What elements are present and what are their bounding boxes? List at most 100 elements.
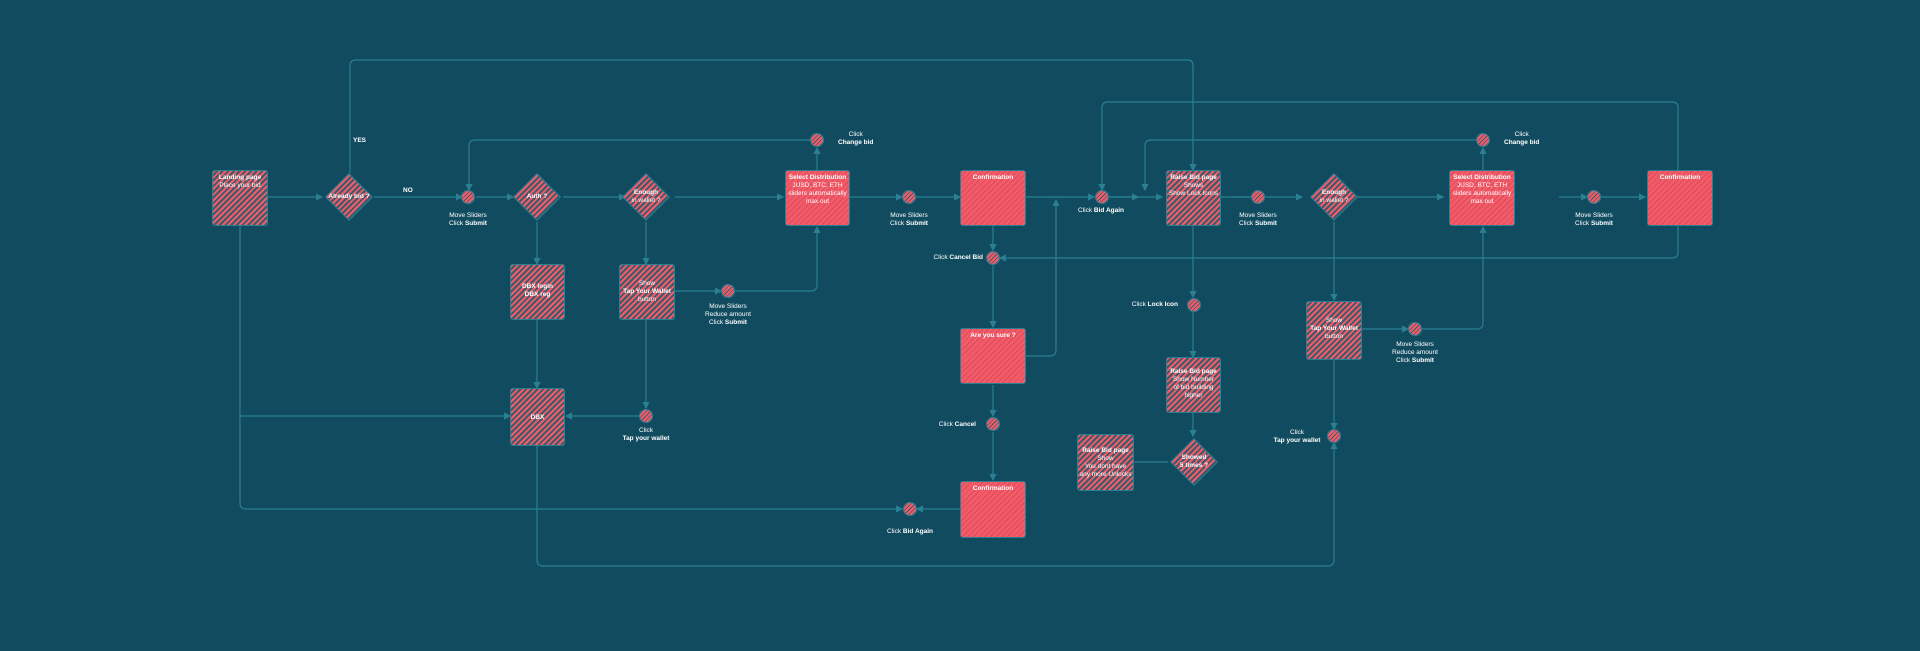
show-tap-wallet-box-1[interactable]: Show Tap Your Wallet button <box>619 264 675 320</box>
label-click: Click <box>1289 429 1305 436</box>
label-action: Change bid <box>838 139 874 147</box>
dbx-box[interactable]: DBX <box>510 388 565 446</box>
confirmation-box-1[interactable]: Confirmation <box>960 170 1026 226</box>
box-line: Show Lock Icons <box>1168 190 1219 198</box>
show-tap-wallet-box-2[interactable]: Show Tap Your Wallet button <box>1306 301 1362 360</box>
decision-label: Enough <box>1321 189 1347 197</box>
connector <box>1026 198 1060 357</box>
connector <box>998 225 1679 262</box>
box-line: Show <box>638 280 656 287</box>
decision-label: Auth ? <box>526 193 548 201</box>
change-bid-label-2: Click Change bid <box>1504 131 1539 147</box>
label-click: Click <box>1575 220 1590 228</box>
move-submit-label-3: Move Sliders Click Submit <box>1239 212 1277 228</box>
showed-five-times-decision[interactable]: Showed 5 times ? <box>1169 437 1219 487</box>
confirmation-box-3[interactable]: Confirmation <box>960 481 1026 538</box>
box-line: higher <box>1184 392 1203 400</box>
box-line: JUSD, BTC, ETH <box>792 182 843 190</box>
decision-label: in wallet ? <box>1319 197 1349 204</box>
box-line: button <box>1324 333 1344 341</box>
no-label: NO <box>403 187 413 194</box>
move-submit-label-4: Move Sliders Click Submit <box>1575 212 1613 228</box>
label-action: Submit <box>1411 357 1434 365</box>
action-dot-tap-wallet-1[interactable] <box>639 409 653 423</box>
action-dot-reduce-1[interactable] <box>721 284 735 298</box>
reduce-amount-label-1: Move Sliders Reduce amount Click Submit <box>705 303 751 327</box>
label-click: Click <box>938 421 953 428</box>
are-you-sure-box[interactable]: Are you sure ? <box>960 328 1026 384</box>
box-line: You dont have <box>1084 463 1127 471</box>
label-click: Click <box>449 220 464 228</box>
label-action: Bid Again <box>1093 207 1124 214</box>
label-line: Move Sliders <box>1239 212 1277 219</box>
label-action: Lock Icon <box>1147 301 1178 308</box>
label-action: Submit <box>905 220 928 228</box>
label-click: Click <box>890 220 905 228</box>
action-dot-lock-icon[interactable] <box>1187 298 1201 312</box>
reduce-amount-label-2: Move Sliders Reduce amount Click Submit <box>1392 341 1438 365</box>
label-action: Change bid <box>1504 139 1540 147</box>
label-action: Cancel <box>954 421 976 428</box>
decision-label: Already bid ? <box>328 193 370 201</box>
box-title: Are you sure ? <box>970 332 1016 339</box>
label-click: Click <box>933 254 948 261</box>
box-line: sliders automatically <box>1452 190 1512 198</box>
box-line: Show <box>1325 317 1343 324</box>
label-click: Click <box>1239 220 1254 228</box>
box-line: max out <box>1470 198 1494 206</box>
label-click: Click <box>638 427 654 434</box>
action-dot-cancel[interactable] <box>986 417 1000 431</box>
bid-again-label-1: Click Bid Again <box>1078 207 1124 215</box>
box-line: Tap Your Wallet <box>1310 325 1358 333</box>
enough-in-wallet-decision-1[interactable]: Enough in wallet ? <box>621 172 671 222</box>
auth-decision[interactable]: Auth ? <box>512 172 562 222</box>
landing-page-box[interactable]: Landing page Place your bid <box>212 170 268 226</box>
cancel-bid-label: Click Cancel Bid <box>934 254 984 262</box>
box-title: Confirmation <box>972 174 1014 181</box>
raise-bid-box-2[interactable]: Raise Bid page Show Number of bid buildi… <box>1166 357 1221 413</box>
box-line: DBX reg <box>524 291 551 299</box>
connector <box>1422 225 1487 330</box>
connector <box>239 225 904 513</box>
label-line: Move Sliders <box>890 212 928 219</box>
enough-in-wallet-decision-2[interactable]: Enough in wallet ? <box>1309 172 1359 222</box>
raise-bid-box-1[interactable]: Raise Bid page Shows Show Lock Icons <box>1166 170 1221 226</box>
action-dot-change-bid-1[interactable] <box>810 133 824 147</box>
action-dot-cancel-bid[interactable] <box>986 251 1000 265</box>
bid-again-label-2: Click Bid Again <box>887 528 933 536</box>
label-action: Submit <box>1254 220 1277 228</box>
tap-wallet-label-2: Click Tap your wallet <box>1274 429 1321 445</box>
label-line: Move Sliders <box>1396 341 1434 348</box>
box-title: DBX <box>530 414 545 421</box>
label-action: Tap your wallet <box>1273 437 1321 445</box>
box-title: Raise Bid page <box>1170 174 1217 181</box>
action-dot-move-submit-3[interactable] <box>1251 190 1265 204</box>
box-title: Confirmation <box>1659 174 1701 181</box>
action-dot-change-bid-2[interactable] <box>1476 133 1490 147</box>
raise-bid-box-3[interactable]: Raise Bid page Show You dont have any mo… <box>1077 434 1134 491</box>
box-line: any more Unlocks <box>1079 471 1132 479</box>
action-dot-move-submit-4[interactable] <box>1587 190 1601 204</box>
box-title: Select Distribution <box>1453 174 1511 181</box>
decision-text: Enough in wallet ? <box>1310 173 1358 221</box>
label-click: Click <box>1131 301 1146 308</box>
label-click: Click <box>709 319 724 327</box>
select-distribution-box-1[interactable]: Select Distribution JUSD, BTC, ETH slide… <box>785 170 850 226</box>
dbx-login-box[interactable]: DBX login DBX reg <box>510 264 565 320</box>
confirmation-box-2[interactable]: Confirmation <box>1647 170 1713 226</box>
decision-label: 5 times ? <box>1179 462 1209 469</box>
action-dot-move-submit-1[interactable] <box>461 190 475 204</box>
label-action: Cancel Bid <box>949 254 983 261</box>
action-dot-move-submit-2[interactable] <box>902 190 916 204</box>
tap-wallet-label-1: Click Tap your wallet <box>623 427 670 443</box>
already-bid-decision[interactable]: Already bid ? <box>324 172 374 222</box>
box-line: Show <box>1097 455 1114 463</box>
action-dot-tap-wallet-2[interactable] <box>1327 429 1341 443</box>
action-dot-bid-again-2[interactable] <box>903 502 917 516</box>
label-line: Move Sliders <box>709 303 747 310</box>
label-line: Reduce amount <box>1392 349 1438 357</box>
action-dot-reduce-2[interactable] <box>1408 322 1422 336</box>
select-distribution-box-2[interactable]: Select Distribution JUSD, BTC, ETH slide… <box>1449 170 1515 226</box>
action-dot-bid-again-1[interactable] <box>1095 190 1109 204</box>
